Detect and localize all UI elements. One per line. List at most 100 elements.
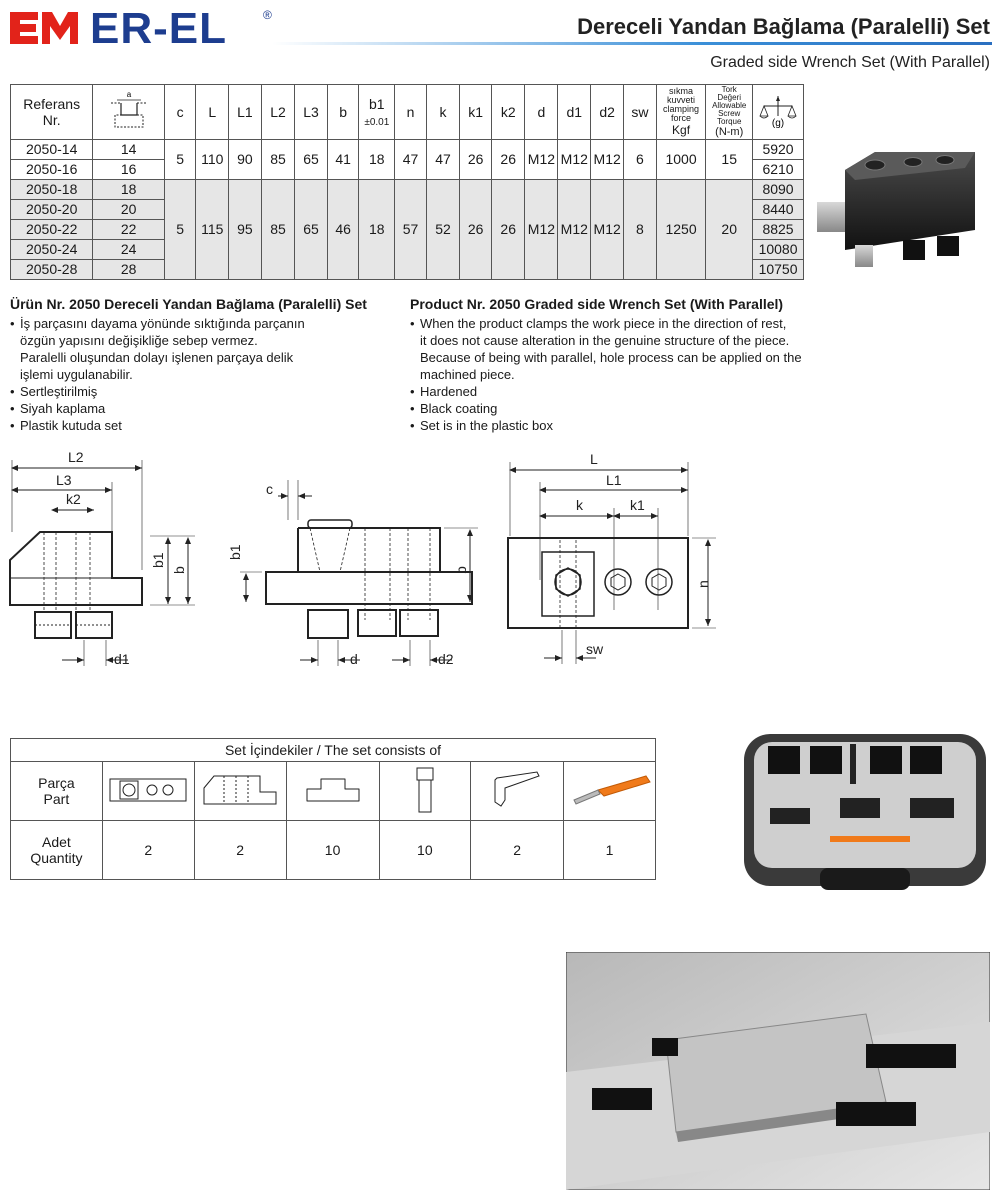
col-d2-header: d2 xyxy=(590,84,625,140)
registered-mark: ® xyxy=(263,8,272,22)
col-k1-header: k1 xyxy=(459,84,492,140)
col-n-header: n xyxy=(394,84,427,140)
torque-cell: 15 xyxy=(705,139,754,180)
b1-cell: 18 xyxy=(358,139,396,180)
description-en-heading: Product Nr. 2050 Graded side Wrench Set … xyxy=(410,296,784,312)
table-row: 2050-18 18 5 115 95 85 65 46 18 57 52 26… xyxy=(9,179,804,280)
k-cell: 47 xyxy=(425,139,461,180)
L-cell: 110 xyxy=(195,139,230,180)
b1-cell: 18 xyxy=(358,179,396,280)
page-title: Dereceli Yandan Bağlama (Paralelli) Set xyxy=(577,14,990,39)
col-L1-header: L1 xyxy=(228,84,262,140)
description-en: Product Nr. 2050 Graded side Wrench Set … xyxy=(410,296,830,434)
b-cell: 41 xyxy=(326,139,360,180)
dim-label-b1: b1 xyxy=(150,552,166,568)
dim-label-b: b xyxy=(171,566,187,574)
list-item: Black coating xyxy=(410,400,830,417)
quantity-cell: 1 xyxy=(563,820,656,880)
force-cell: 1250 xyxy=(655,179,707,280)
list-item: Sertleştirilmiş xyxy=(10,383,400,400)
dim-label-k1: k1 xyxy=(630,497,645,513)
dim-label-b: b xyxy=(453,566,469,574)
description-tr-heading: Ürün Nr. 2050 Dereceli Yandan Bağlama (P… xyxy=(10,296,367,312)
application-photo xyxy=(566,952,990,1190)
dim-label-n: n xyxy=(695,580,711,588)
list-item: İş parçasını dayama yönünde sıktığında p… xyxy=(10,315,400,383)
sw-cell: 8 xyxy=(623,179,657,280)
L2-cell: 85 xyxy=(260,179,296,280)
description-tr: Ürün Nr. 2050 Dereceli Yandan Bağlama (P… xyxy=(10,296,400,434)
list-item: When the product clamps the work piece i… xyxy=(410,315,830,383)
weight-cell: 8825 xyxy=(752,219,804,240)
k-cell: 52 xyxy=(425,179,461,280)
ref-cell: 2050-22 xyxy=(9,219,94,240)
col-sw-header: sw xyxy=(623,84,657,140)
er-el-emblem-icon xyxy=(10,12,78,44)
d-cell: M12 xyxy=(524,179,559,280)
col-d-header: d xyxy=(524,84,559,140)
L1-cell: 95 xyxy=(228,179,262,280)
d-cell: M12 xyxy=(524,139,559,180)
dim-label-d1: d1 xyxy=(114,651,130,667)
list-item: Plastik kutuda set xyxy=(10,417,400,434)
weight-cell: 5920 xyxy=(752,139,804,160)
set-contents-caption: Set İçindekiler / The set consists of xyxy=(10,738,656,762)
k2-cell: 26 xyxy=(490,139,526,180)
list-item: Set is in the plastic box xyxy=(410,417,830,434)
quantity-cell: 2 xyxy=(470,820,564,880)
force-cell: 1000 xyxy=(655,139,707,180)
col-weight-header: (g) xyxy=(752,84,804,140)
k1-cell: 26 xyxy=(459,139,492,180)
col-L-header: L xyxy=(195,84,230,140)
a-cell: 14 xyxy=(92,139,165,160)
col-a-header: a xyxy=(92,84,165,140)
a-cell: 20 xyxy=(92,199,165,220)
hex-key-icon xyxy=(470,761,564,821)
dim-label-L2: L2 xyxy=(68,449,84,465)
quantity-cell: 10 xyxy=(378,820,472,880)
b-cell: 46 xyxy=(326,179,360,280)
dim-label-k2: k2 xyxy=(66,491,81,507)
L-cell: 115 xyxy=(195,179,230,280)
col-k-header: k xyxy=(425,84,461,140)
col-c-header: c xyxy=(163,84,197,140)
technical-drawings: L2 L3 k2 b1 b d1 c b1 b d d xyxy=(9,449,716,667)
quantity-cell: 10 xyxy=(285,820,380,880)
svg-text:a: a xyxy=(126,90,131,99)
a-cell: 16 xyxy=(92,159,165,180)
page-subtitle: Graded side Wrench Set (With Parallel) xyxy=(710,54,990,71)
drawing-front-view xyxy=(240,480,478,666)
col-k2-header: k2 xyxy=(490,84,526,140)
L1-cell: 90 xyxy=(228,139,262,180)
product-photo xyxy=(817,152,975,267)
col-L2-header: L2 xyxy=(260,84,296,140)
weight-cell: 8440 xyxy=(752,199,804,220)
a-cell: 22 xyxy=(92,219,165,240)
weight-cell: 8090 xyxy=(752,179,804,200)
svg-text:(g): (g) xyxy=(772,118,784,128)
t-slot-a-icon: a xyxy=(110,90,147,127)
a-cell: 28 xyxy=(92,259,165,280)
dim-label-L1: L1 xyxy=(606,472,622,488)
a-cell: 24 xyxy=(92,239,165,260)
col-L3-header: L3 xyxy=(294,84,328,140)
set-contents-table: Set İçindekiler / The set consists of Pa… xyxy=(10,738,656,880)
drawing-side-view xyxy=(9,460,195,666)
table-row: 2050-14 14 5 110 90 85 65 41 18 47 47 26… xyxy=(9,139,804,180)
clamp-side-icon xyxy=(193,761,287,821)
d2-cell: M12 xyxy=(590,179,625,280)
L3-cell: 65 xyxy=(294,139,328,180)
d2-cell: M12 xyxy=(590,139,625,180)
col-b1-header: b1±0.01 xyxy=(358,84,396,140)
n-cell: 47 xyxy=(394,139,427,180)
quantity-cell: 2 xyxy=(101,820,195,880)
L3-cell: 65 xyxy=(294,179,328,280)
scale-icon: (g) xyxy=(759,95,797,129)
